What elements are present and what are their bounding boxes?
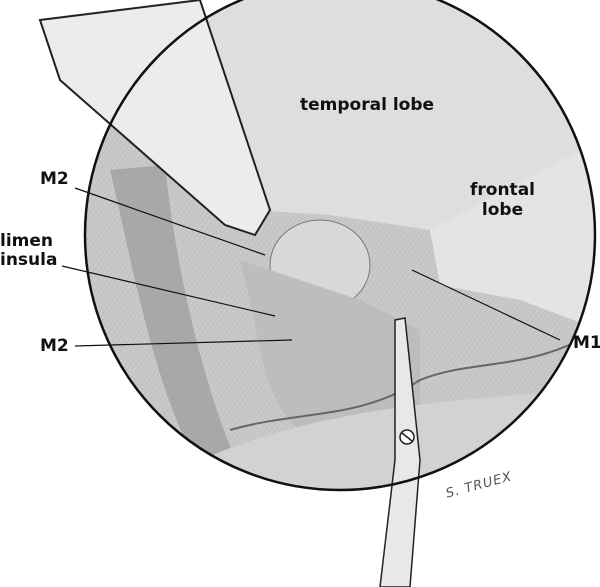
temporal-lobe-label: temporal lobe: [300, 95, 435, 115]
frontal-lobe-label-line1: frontal: [470, 180, 535, 200]
leader-lines: [61, 187, 561, 347]
m2-upper-label: M2: [40, 169, 69, 189]
vessel-line: [229, 339, 581, 431]
temporal-lobe-region: [200, 0, 595, 230]
m1-label: M1: [573, 333, 600, 353]
brain-retractor: [38, 0, 272, 237]
m2-lower-label: M2: [40, 336, 69, 356]
limen-insula-label-line1: limen: [0, 231, 54, 251]
insula-region: [240, 260, 420, 430]
limen-insula-label-line2: insula: [0, 250, 58, 270]
sylvian-vessel: [110, 165, 240, 470]
microscope-view-border: [83, 0, 597, 492]
microscissors: [379, 317, 421, 587]
limen-insula-label: limen insula: [0, 232, 57, 270]
frontal-lobe-region: [430, 140, 595, 330]
frontal-lobe-label: frontal lobe: [470, 180, 535, 220]
frontal-lobe-label-line2: lobe: [481, 200, 524, 220]
